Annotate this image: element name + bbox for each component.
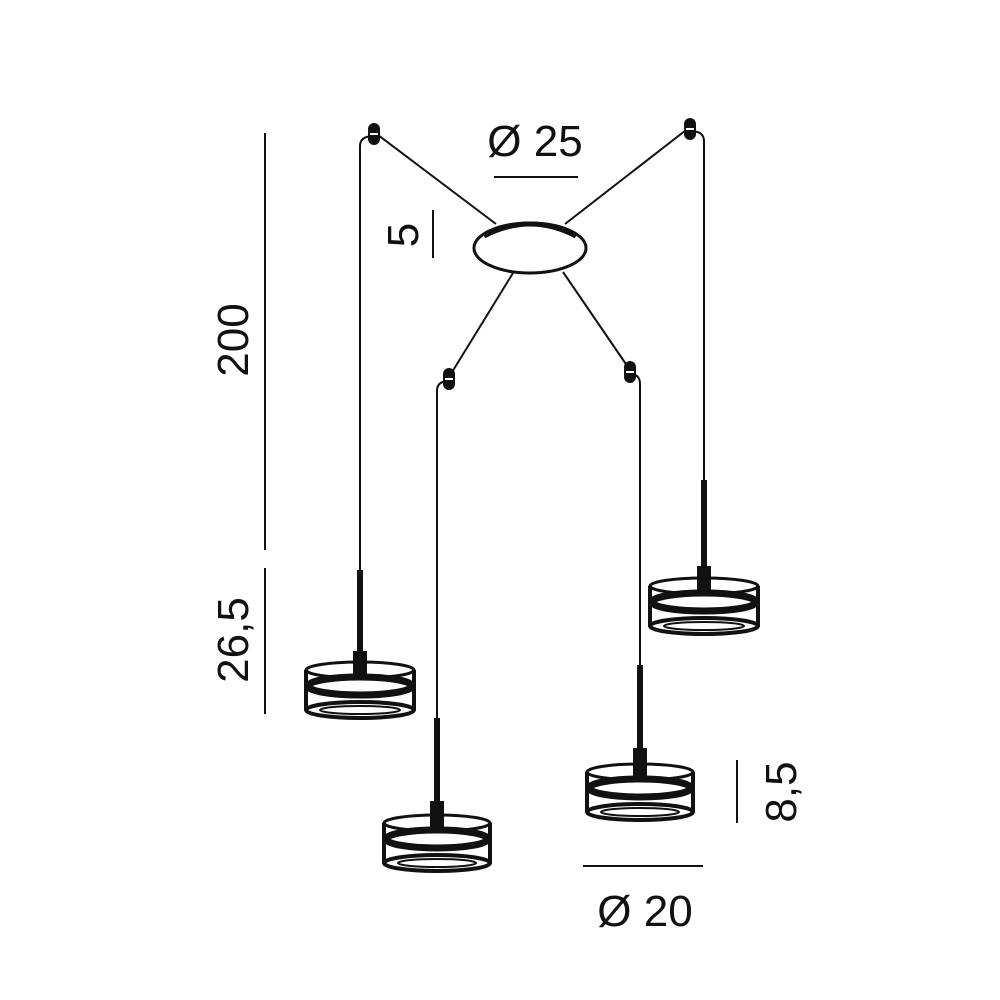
shade-bottom-rim xyxy=(585,802,695,822)
pendant-rod xyxy=(637,665,643,752)
pendant-cable xyxy=(436,380,450,718)
suspension-wire xyxy=(373,131,497,225)
shade-bottom-rim xyxy=(382,853,492,873)
pendant-rod xyxy=(434,718,440,805)
shade-band xyxy=(304,673,416,699)
diffuser xyxy=(319,705,401,715)
shade-diameter-label: Ø 20 xyxy=(597,887,692,936)
pendant-cable xyxy=(689,130,705,480)
suspension-wire xyxy=(564,126,691,225)
pendant-cable xyxy=(629,373,641,665)
diffuser xyxy=(663,621,745,631)
shade-bottom-rim xyxy=(304,700,416,720)
max-height-label: 200 xyxy=(209,303,258,376)
canopy-height-label: 5 xyxy=(379,223,428,247)
suspension-wire xyxy=(562,271,631,371)
shade-band xyxy=(585,775,695,801)
pendant-rod xyxy=(357,570,363,655)
shade-height-label: 8,5 xyxy=(757,761,806,822)
lamp-socket xyxy=(633,748,647,776)
shade-bottom-rim xyxy=(648,616,760,636)
canopy-diameter-label: Ø 25 xyxy=(487,117,582,166)
canopy-top-edge xyxy=(482,221,578,239)
lamp-socket xyxy=(353,651,367,679)
pendant-rod xyxy=(701,480,707,570)
lamp-height-label: 26,5 xyxy=(209,597,258,683)
diffuser xyxy=(600,807,680,817)
diffuser xyxy=(397,858,477,868)
lamp-socket xyxy=(697,566,711,594)
shade-band xyxy=(382,826,492,852)
suspension-wire xyxy=(448,272,514,378)
shade-band xyxy=(648,589,760,615)
pendant-cable xyxy=(359,135,375,570)
lamp-drawing xyxy=(304,118,760,873)
